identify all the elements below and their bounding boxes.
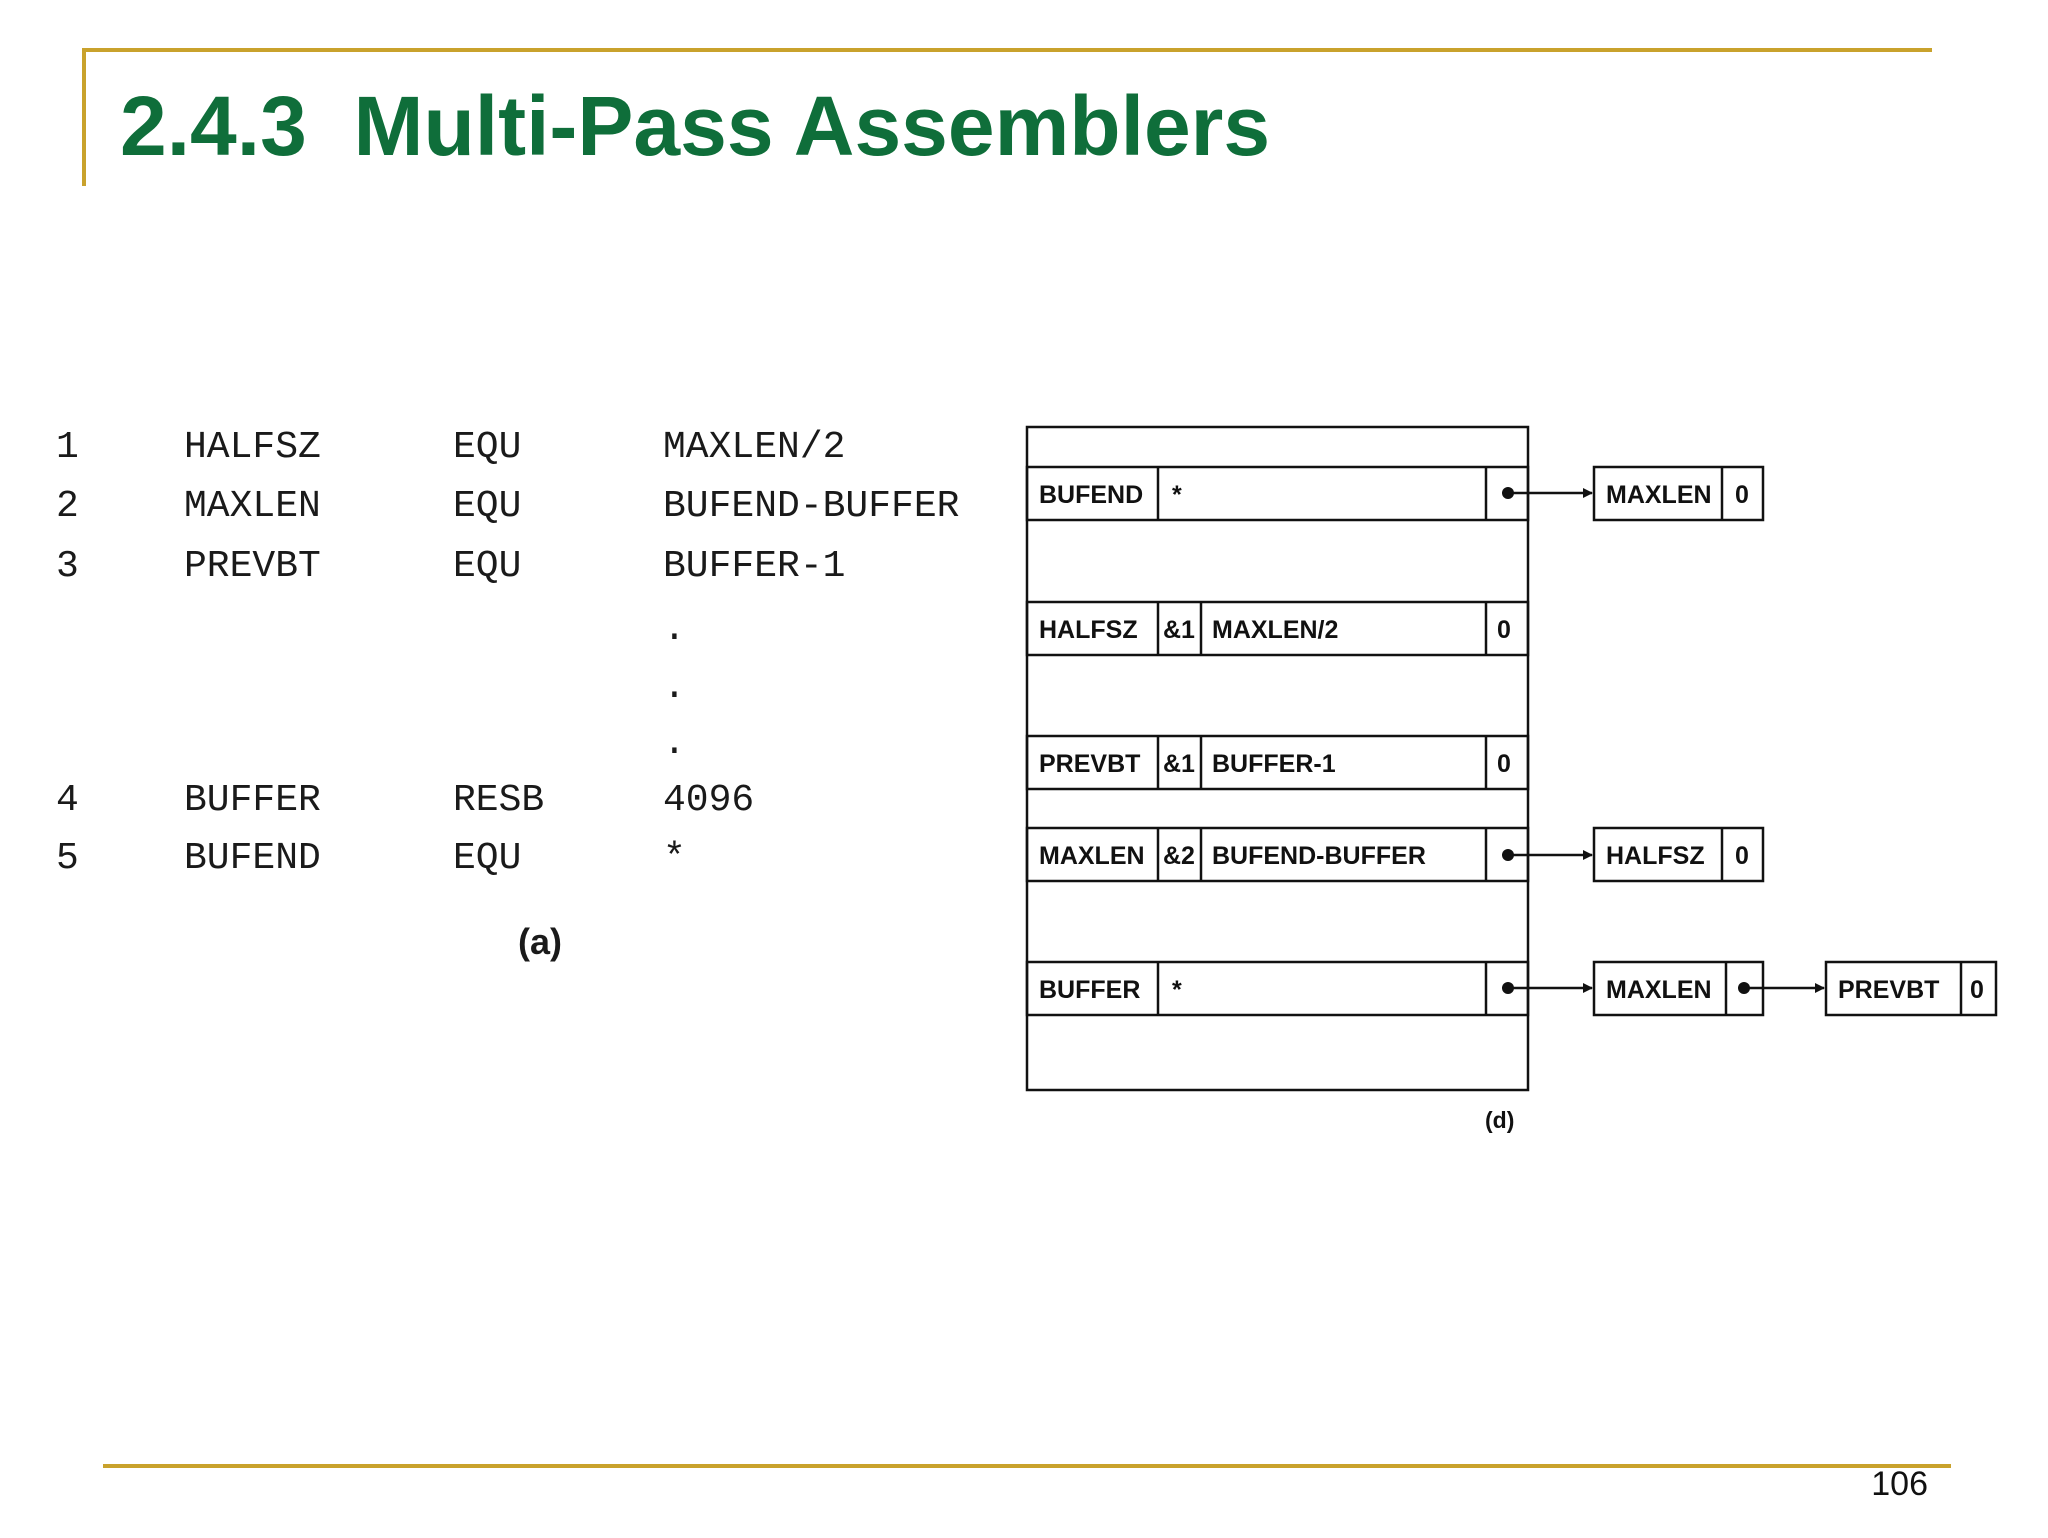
line-number: 5 (56, 837, 79, 880)
line-opcode: EQU (453, 837, 522, 880)
line-operand: BUFFER-1 (663, 545, 846, 588)
pointer-dot (1502, 487, 1514, 499)
symbol-value: MAXLEN/2 (1212, 616, 1338, 644)
null-pointer: 0 (1497, 750, 1511, 778)
symbol-name: PREVBT (1039, 750, 1140, 778)
chain-symbol: PREVBT (1838, 976, 1939, 1004)
page-number: 106 (1871, 1465, 1928, 1503)
chain-node (1824, 960, 1998, 1017)
symbol-value: * (1172, 976, 1182, 1004)
line-number: 1 (56, 426, 79, 469)
null-pointer: 0 (1970, 976, 1984, 1004)
dependency-count: &2 (1163, 842, 1195, 870)
null-pointer: 0 (1735, 842, 1749, 870)
ellipsis-dot: . (663, 722, 686, 765)
chain-symbol: HALFSZ (1606, 842, 1705, 870)
symbol-name: BUFFER (1039, 976, 1140, 1004)
line-opcode: EQU (453, 485, 522, 528)
title-top-rule (82, 48, 1932, 52)
line-operand: 4096 (663, 779, 755, 822)
line-label: PREVBT (184, 545, 321, 588)
table-row (1025, 734, 1530, 791)
line-operand: BUFEND-BUFFER (663, 485, 960, 528)
pointer-dot (1502, 982, 1514, 994)
table-row (1025, 600, 1530, 657)
dependency-count: &1 (1163, 616, 1195, 644)
line-opcode: EQU (453, 545, 522, 588)
chain-symbol: MAXLEN (1606, 481, 1712, 509)
line-number: 3 (56, 545, 79, 588)
footer-rule (103, 1464, 1951, 1468)
symbol-name: BUFEND (1039, 481, 1143, 509)
chain-symbol: MAXLEN (1606, 976, 1712, 1004)
ellipsis-dot: . (663, 608, 686, 651)
chain-node (1592, 826, 1765, 883)
dependency-count: &1 (1163, 750, 1195, 778)
page-title: 2.4.3 Multi-Pass Assemblers (120, 79, 1271, 173)
line-label: HALFSZ (184, 426, 321, 469)
pointer-dot (1502, 849, 1514, 861)
line-opcode: EQU (453, 426, 522, 469)
diagram-caption: (d) (1485, 1107, 1514, 1133)
line-operand: MAXLEN/2 (663, 426, 846, 469)
null-pointer: 0 (1497, 616, 1511, 644)
symbol-name: MAXLEN (1039, 842, 1145, 870)
line-label: BUFEND (184, 837, 321, 880)
chain-node (1592, 465, 1765, 522)
symbol-value: BUFFER-1 (1212, 750, 1336, 778)
line-number: 4 (56, 779, 79, 822)
line-operand: * (663, 837, 686, 880)
symbol-value: * (1172, 481, 1182, 509)
line-label: BUFFER (184, 779, 321, 822)
pointer-dot (1738, 982, 1750, 994)
null-pointer: 0 (1735, 481, 1749, 509)
line-label: MAXLEN (184, 485, 321, 528)
line-number: 2 (56, 485, 79, 528)
symbol-name: HALFSZ (1039, 616, 1138, 644)
title-left-rule (82, 48, 86, 186)
symbol-value: BUFEND-BUFFER (1212, 842, 1426, 870)
listing-caption: (a) (518, 921, 562, 962)
line-opcode: RESB (453, 779, 545, 822)
ellipsis-dot: . (663, 666, 686, 709)
